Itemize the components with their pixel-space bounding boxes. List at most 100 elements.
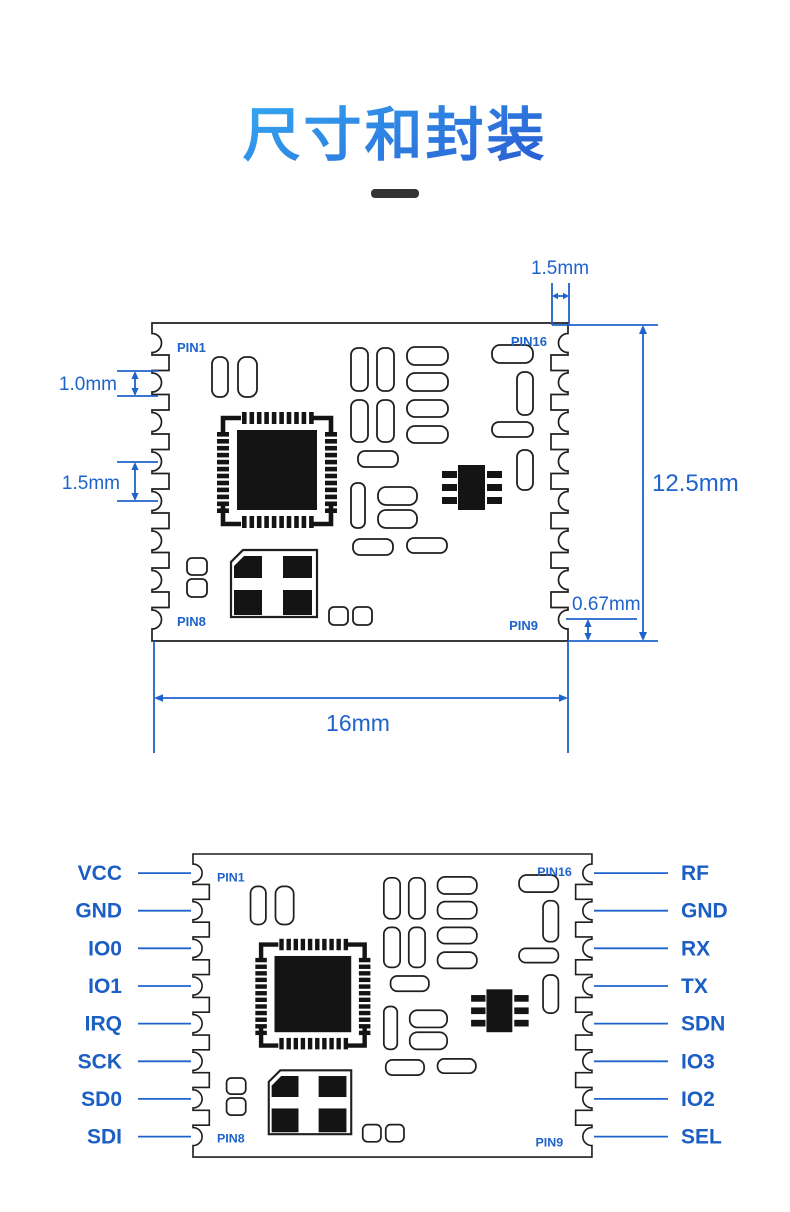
component-pad (516, 449, 534, 491)
qfn-pin (300, 938, 306, 951)
component-pad (436, 926, 478, 945)
sot23-leg (514, 1007, 529, 1015)
component-pad (436, 951, 478, 970)
component-pad (491, 421, 534, 438)
arrowhead-up (131, 371, 139, 379)
qfn-pin (286, 938, 291, 951)
component-pad (376, 347, 395, 392)
sot23-leg (487, 484, 502, 491)
component-pad (249, 885, 267, 926)
qfn-pin (217, 452, 229, 458)
dim-pin9-offset: 0.67mm (566, 594, 641, 641)
qfn-pin (294, 412, 299, 424)
component-pad (274, 885, 295, 926)
component-pad (225, 1077, 247, 1096)
component-pad (352, 538, 394, 556)
pin-name-label: TX (681, 975, 708, 998)
component-pad (350, 399, 369, 443)
component-pad (542, 899, 560, 943)
qfn-pin (249, 412, 255, 424)
arrowhead-left (154, 694, 163, 702)
arrowhead-up (131, 462, 139, 470)
qfn-outline (258, 942, 367, 1048)
pin-name-label: SCK (78, 1050, 122, 1073)
qfn-pin (286, 516, 292, 528)
qfn-pin (325, 480, 337, 486)
arrowhead-up (639, 325, 647, 334)
qfn-pin (217, 494, 229, 500)
component-pad (389, 975, 430, 993)
component-pad (352, 606, 373, 626)
qfn-pin (279, 938, 284, 951)
qfn-pin (217, 459, 229, 465)
arrowhead-right (563, 292, 569, 300)
qfn-pin (255, 977, 267, 983)
qfn-pin (325, 432, 337, 437)
qfn-pin (264, 516, 269, 528)
qfn-pin (217, 432, 229, 437)
arrowhead-down (131, 493, 139, 501)
qfn-pin (255, 1004, 267, 1009)
qfn-pin (293, 1037, 299, 1050)
component-pad (350, 482, 366, 529)
pin1-label: PIN1 (217, 871, 245, 885)
qfn-outline (220, 415, 334, 527)
arrowhead-down (131, 388, 139, 396)
component-pad (350, 347, 369, 392)
qfn-pin (358, 991, 371, 996)
sot23-leg (471, 1019, 486, 1027)
pin-name-label: GND (681, 900, 728, 923)
qfn-pin (315, 938, 320, 951)
dim-pad-height: 1.0mm (59, 370, 158, 397)
qfn-pin (358, 977, 371, 983)
crystal-pad (318, 1076, 347, 1098)
pin9-label: PIN9 (509, 618, 538, 633)
component-pad (328, 606, 349, 626)
qfn-pin (255, 997, 267, 1003)
component-pad (384, 1058, 425, 1076)
sot23-leg (514, 995, 529, 1002)
qfn-pin (279, 412, 284, 424)
pin-name-label: SD0 (81, 1088, 122, 1111)
pin-name-label: GND (75, 900, 122, 923)
qfn-pin (271, 516, 277, 528)
qfn-pin (325, 439, 337, 444)
arrowhead-right (559, 694, 568, 702)
component-pad (225, 1097, 247, 1116)
component-pad (406, 372, 449, 392)
qfn-pin (217, 473, 229, 479)
qfn-pin (315, 1037, 320, 1050)
qfn-pin (255, 1017, 267, 1022)
dim-pad-width-label: 1.5mm (531, 258, 589, 279)
component-pad (436, 900, 478, 920)
component-pad (382, 926, 402, 969)
dim-module-height-label: 12.5mm (652, 470, 739, 497)
qfn-pin (325, 473, 337, 479)
qfn-pin (217, 445, 229, 451)
qfn-pin (358, 971, 371, 976)
component-pad (436, 1058, 477, 1075)
qfn-pin (358, 1017, 371, 1022)
qfn-pin (217, 508, 229, 513)
qfn-pin (322, 1037, 327, 1050)
qfn-pin (307, 938, 313, 951)
arrowhead-up (584, 619, 592, 627)
dim-pad-width: 1.5mm (531, 258, 589, 325)
pin16-label: PIN16 (537, 865, 572, 879)
qfn-pin (293, 938, 299, 951)
qfn-pin (325, 508, 337, 513)
component-pad (211, 356, 229, 398)
sot23-leg (442, 497, 457, 504)
qfn-pin (255, 1030, 267, 1036)
sot23-leg (442, 471, 457, 478)
qfn-pin (358, 1004, 371, 1009)
component-pad (407, 876, 426, 920)
component-pad (436, 876, 478, 895)
qfn-pin (325, 501, 337, 507)
sot23-leg (514, 1019, 529, 1027)
qfn-pin (322, 938, 327, 951)
component-pad (518, 947, 560, 964)
qfn-pin (309, 412, 314, 424)
